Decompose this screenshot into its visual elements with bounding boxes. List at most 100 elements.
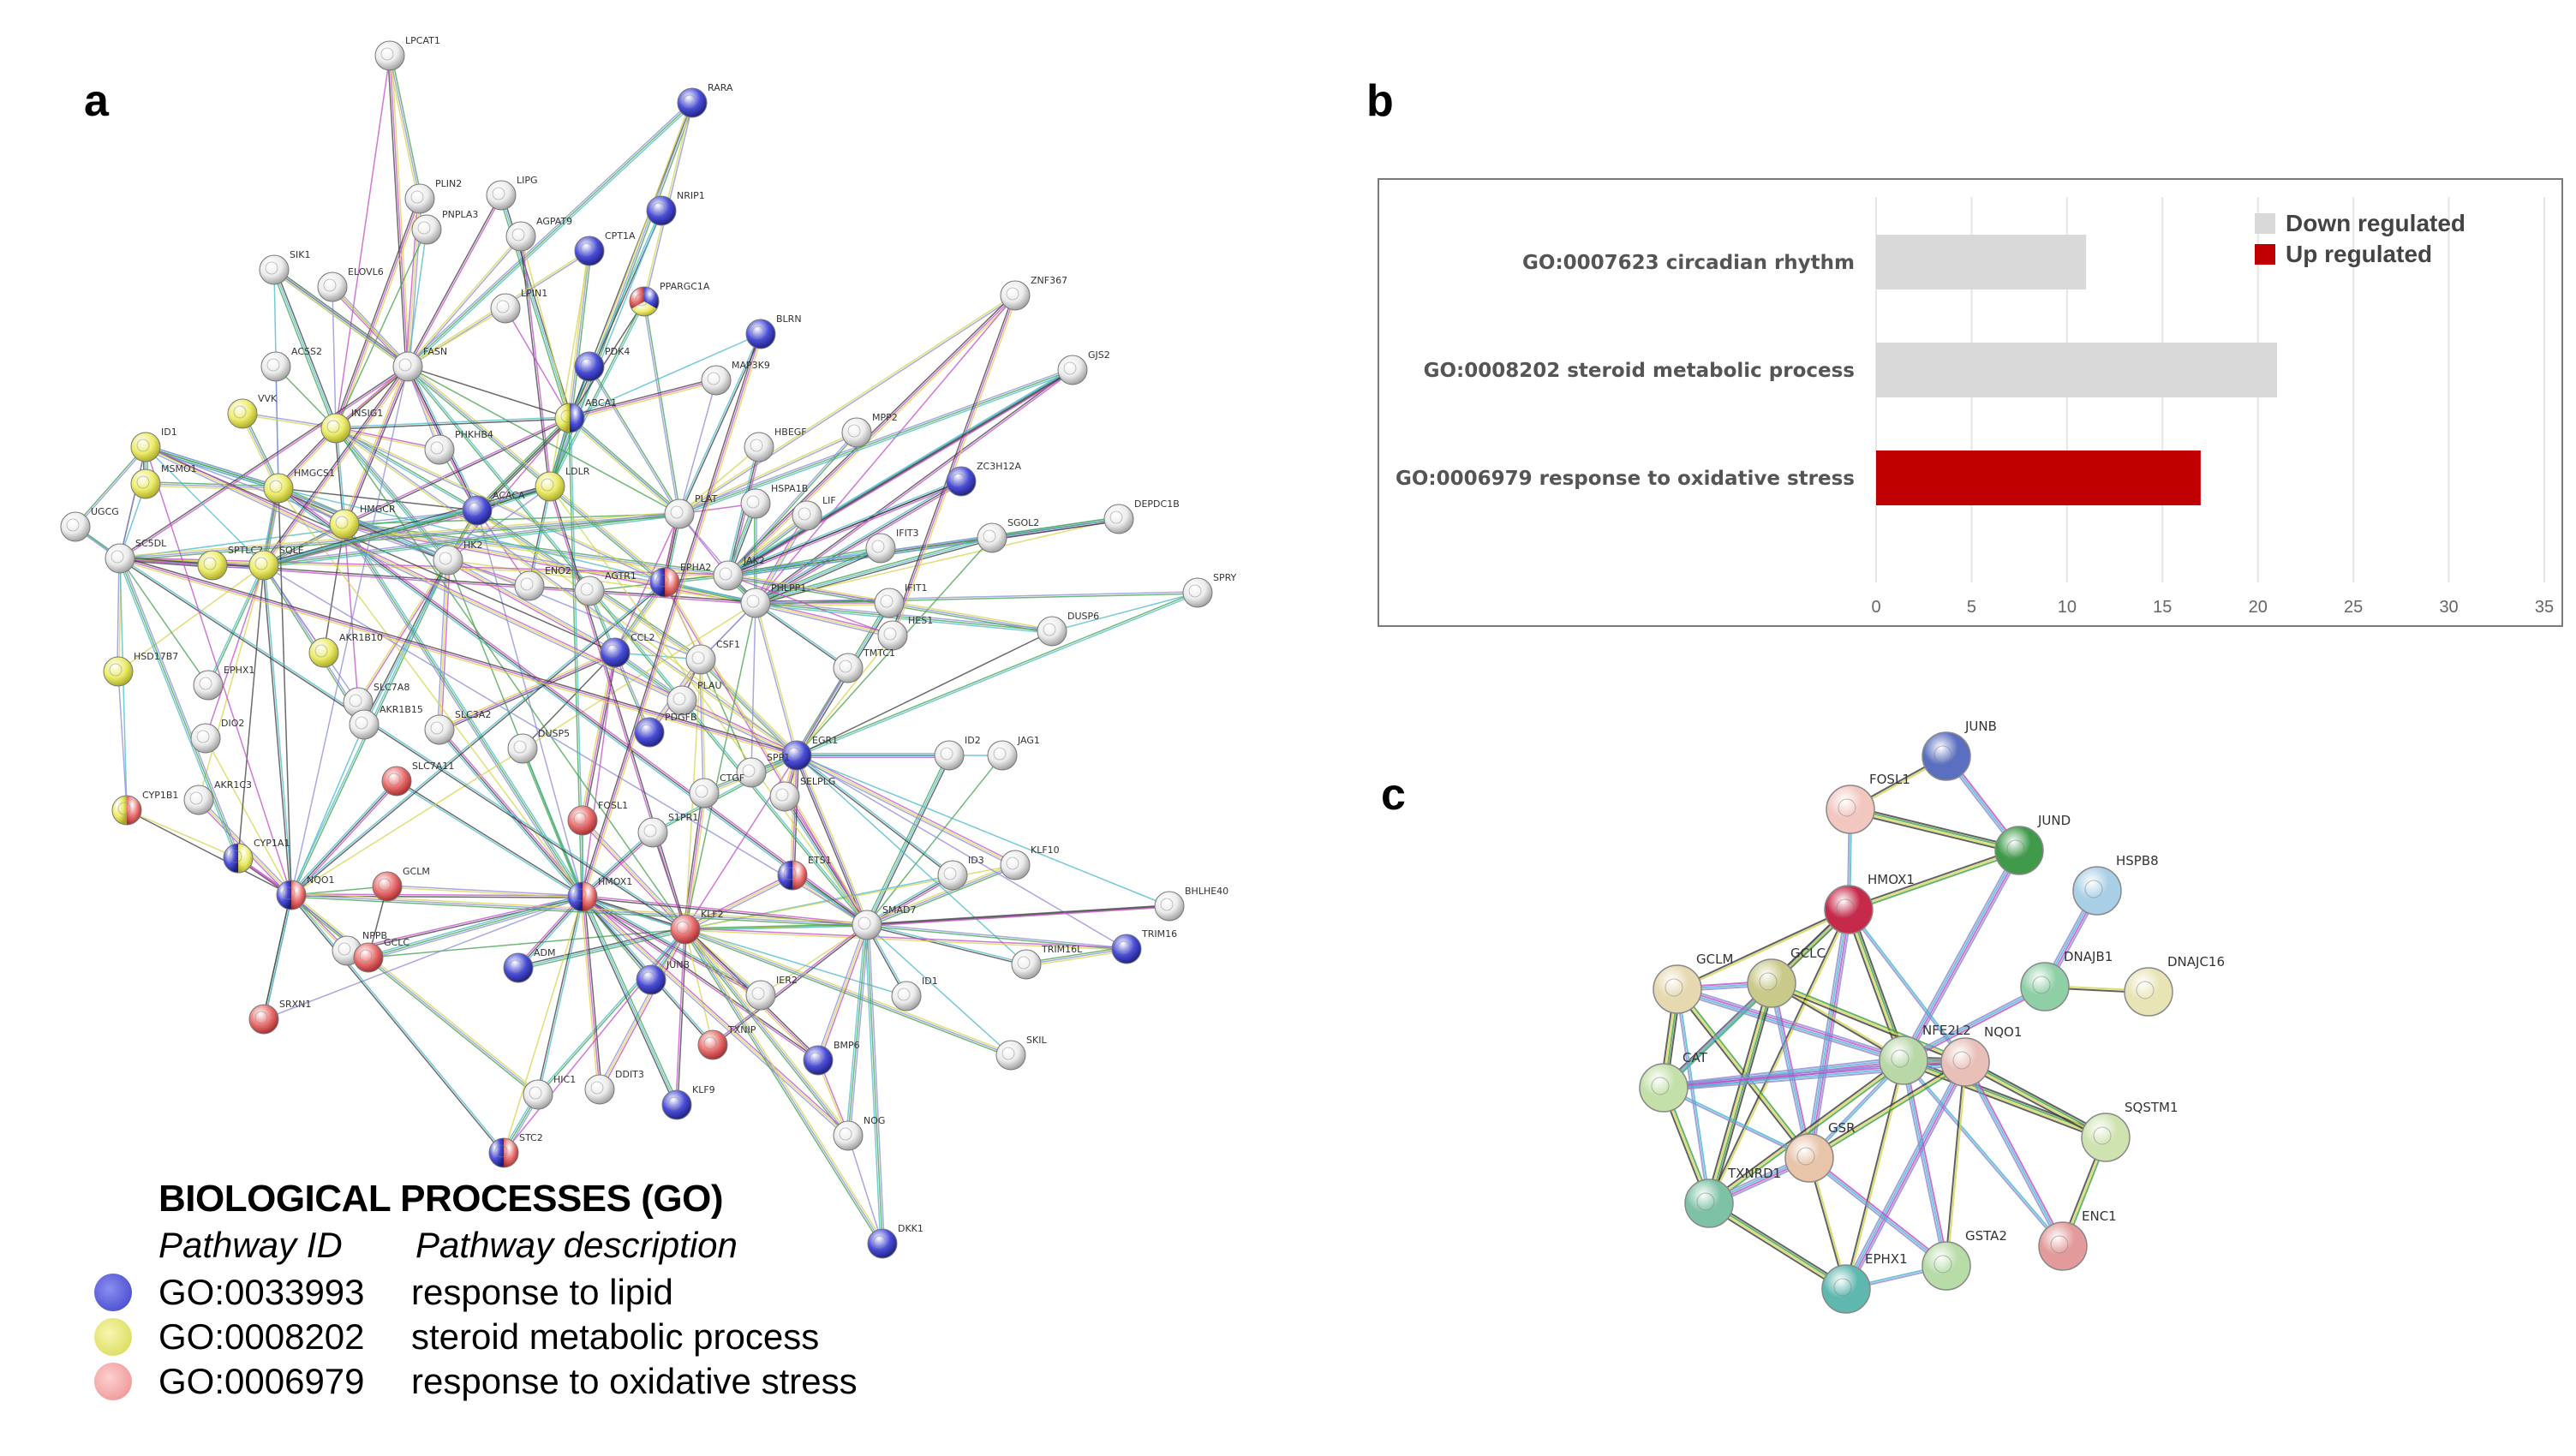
network-a-node[interactable]: PDK4 bbox=[574, 346, 630, 382]
network-a-node[interactable]: CYP1B1 bbox=[111, 790, 178, 826]
network-c-node[interactable]: GCLM bbox=[1653, 952, 1733, 1014]
network-c-node[interactable]: DNAJB1 bbox=[2020, 949, 2113, 1011]
network-a-node[interactable]: SPP1 bbox=[736, 752, 790, 788]
network-c-node[interactable]: JUNB bbox=[1922, 719, 1997, 781]
network-a-node[interactable]: EPHX1 bbox=[193, 665, 254, 701]
network-a-node[interactable]: DKK1 bbox=[867, 1223, 923, 1259]
network-a-node[interactable]: ZNF367 bbox=[1000, 275, 1067, 311]
network-a-node[interactable]: FOSL1 bbox=[567, 800, 628, 836]
network-c-node[interactable]: HSPB8 bbox=[2072, 853, 2159, 916]
network-a-node[interactable]: HES1 bbox=[877, 615, 933, 651]
network-a-node[interactable]: IFIT1 bbox=[874, 582, 928, 618]
network-a-node[interactable]: AGPAT9 bbox=[505, 216, 572, 252]
network-a-node[interactable]: PLAT bbox=[664, 493, 718, 529]
network-a-node[interactable]: RARA bbox=[677, 82, 733, 118]
network-a-node[interactable]: PLAU bbox=[666, 680, 722, 716]
network-a-node[interactable]: INSIG1 bbox=[320, 408, 383, 444]
network-c-node[interactable]: NFE2L2 bbox=[1879, 1023, 1971, 1085]
network-a-node[interactable]: ID1 bbox=[130, 427, 177, 462]
network-a-node[interactable]: SMAD7 bbox=[852, 904, 916, 940]
network-a-node[interactable]: MSMO1 bbox=[130, 463, 197, 499]
network-c-node[interactable]: DNAJC16 bbox=[2124, 954, 2225, 1017]
network-a-node[interactable]: AKR1B10 bbox=[308, 632, 383, 668]
network-a-node[interactable]: ETS1 bbox=[777, 855, 832, 891]
network-a-node[interactable]: LPIN1 bbox=[490, 288, 547, 324]
network-a-node[interactable]: HMOX1 bbox=[567, 876, 632, 912]
network-a-node[interactable]: KLF9 bbox=[661, 1084, 715, 1120]
network-c-node[interactable]: CAT bbox=[1639, 1050, 1708, 1113]
network-a-node[interactable]: DUSP5 bbox=[507, 728, 570, 764]
network-c-node[interactable]: GSTA2 bbox=[1922, 1228, 2007, 1291]
network-a-node[interactable]: SPRY bbox=[1182, 572, 1237, 608]
network-a-node[interactable]: HIC1 bbox=[523, 1074, 576, 1110]
network-a-node[interactable]: DDIT3 bbox=[584, 1069, 644, 1105]
network-c-node[interactable]: HMOX1 bbox=[1824, 872, 1915, 934]
network-a-node[interactable]: SGOL2 bbox=[977, 517, 1039, 553]
network-a-node[interactable]: ID3 bbox=[937, 855, 984, 891]
network-a-node[interactable]: BHLHE40 bbox=[1154, 886, 1228, 922]
network-a-node[interactable]: AKR1C3 bbox=[183, 779, 252, 815]
network-a-node[interactable]: ELOVL6 bbox=[317, 266, 384, 302]
network-c-node[interactable]: EPHX1 bbox=[1821, 1251, 1908, 1314]
network-a-node[interactable]: GCLC bbox=[353, 937, 409, 973]
network-a-node[interactable]: EGR1 bbox=[781, 735, 838, 771]
network-a-node[interactable]: SLC7A8 bbox=[343, 682, 409, 718]
network-a-node[interactable]: TMTC1 bbox=[833, 647, 895, 683]
network-a-node[interactable]: AKR1B15 bbox=[349, 704, 423, 740]
network-a-node[interactable]: SIK1 bbox=[259, 249, 310, 285]
network-a-node[interactable]: ABCA1 bbox=[554, 397, 617, 433]
network-c-node[interactable]: ENC1 bbox=[2038, 1208, 2117, 1271]
network-a-node[interactable]: DUSP6 bbox=[1037, 611, 1099, 647]
network-a-node[interactable]: UGCG bbox=[60, 506, 119, 542]
network-a-node[interactable]: LIPG bbox=[486, 175, 538, 211]
network-c-node[interactable]: FOSL1 bbox=[1826, 772, 1910, 834]
network-a-node[interactable]: ID1 bbox=[891, 976, 938, 1011]
network-c-node[interactable]: TXNRD1 bbox=[1684, 1166, 1781, 1228]
network-a-node[interactable]: ACSS2 bbox=[260, 346, 322, 382]
network-a-node[interactable]: VVK bbox=[227, 393, 278, 429]
network-a-node[interactable]: SKIL bbox=[995, 1035, 1047, 1071]
network-a-node[interactable]: CCL2 bbox=[600, 632, 655, 668]
network-a-node[interactable]: DIO2 bbox=[190, 718, 244, 754]
network-a-node[interactable]: NQO1 bbox=[276, 874, 335, 910]
network-a-node[interactable]: MPP2 bbox=[841, 412, 898, 448]
network-a-node[interactable]: ADM bbox=[503, 947, 556, 983]
network-c-node[interactable]: GCLC bbox=[1747, 946, 1826, 1008]
network-a-node[interactable]: SPTLC2 bbox=[197, 545, 263, 581]
network-a-node[interactable]: HSPA1B bbox=[740, 483, 808, 519]
network-a-node[interactable]: GCLM bbox=[372, 866, 430, 902]
network-a-node[interactable]: JAG1 bbox=[987, 735, 1040, 771]
network-c-node[interactable]: NQO1 bbox=[1940, 1024, 2022, 1087]
network-a-node[interactable]: BMP6 bbox=[803, 1040, 860, 1076]
network-a-node[interactable]: FASN bbox=[392, 346, 447, 382]
network-a-node[interactable]: TRIM16L bbox=[1011, 944, 1083, 980]
network-a-node[interactable]: AGTR1 bbox=[574, 570, 637, 606]
network-a-node[interactable]: SQLE bbox=[248, 545, 304, 581]
network-a-node[interactable]: HMGCS1 bbox=[263, 468, 335, 504]
network-c-node[interactable]: JUND bbox=[1994, 813, 2071, 875]
network-a-node[interactable]: NRIP1 bbox=[646, 190, 705, 226]
network-a-node[interactable]: PNPLA3 bbox=[411, 209, 478, 245]
network-a-node[interactable]: CYP1A1 bbox=[223, 838, 290, 874]
network-a-node[interactable]: LPCAT1 bbox=[374, 35, 440, 71]
network-a-node[interactable]: JAK2 bbox=[713, 555, 765, 591]
network-a-node[interactable]: PHLPP1 bbox=[740, 582, 806, 618]
network-a-node[interactable]: CPT1A bbox=[574, 230, 636, 266]
network-a-node[interactable]: IER2 bbox=[745, 975, 798, 1011]
network-a-node[interactable]: PHKHB4 bbox=[424, 429, 493, 465]
network-a-node[interactable]: PPARGC1A bbox=[629, 281, 710, 317]
network-a-node[interactable]: ACACA bbox=[462, 490, 525, 526]
network-a-node[interactable]: SLC3A2 bbox=[424, 709, 491, 745]
network-a-node[interactable]: PLIN2 bbox=[404, 178, 462, 214]
network-c-node[interactable]: GSR bbox=[1784, 1120, 1856, 1183]
network-a-node[interactable]: S1PR1 bbox=[637, 812, 698, 848]
network-a-node[interactable]: SRXN1 bbox=[248, 999, 311, 1035]
network-a-node[interactable]: TXNIP bbox=[697, 1024, 756, 1060]
network-a-node[interactable]: STC2 bbox=[488, 1132, 543, 1168]
network-a-node[interactable]: PDGFB bbox=[634, 712, 697, 748]
network-a-node[interactable]: KLF10 bbox=[1000, 844, 1060, 880]
network-a-node[interactable]: ENO2 bbox=[514, 565, 571, 601]
network-a-node[interactable]: EPHA2 bbox=[649, 562, 711, 598]
network-a-node[interactable]: MAP3K9 bbox=[701, 360, 770, 396]
network-a-node[interactable]: SLC7A11 bbox=[381, 761, 454, 797]
